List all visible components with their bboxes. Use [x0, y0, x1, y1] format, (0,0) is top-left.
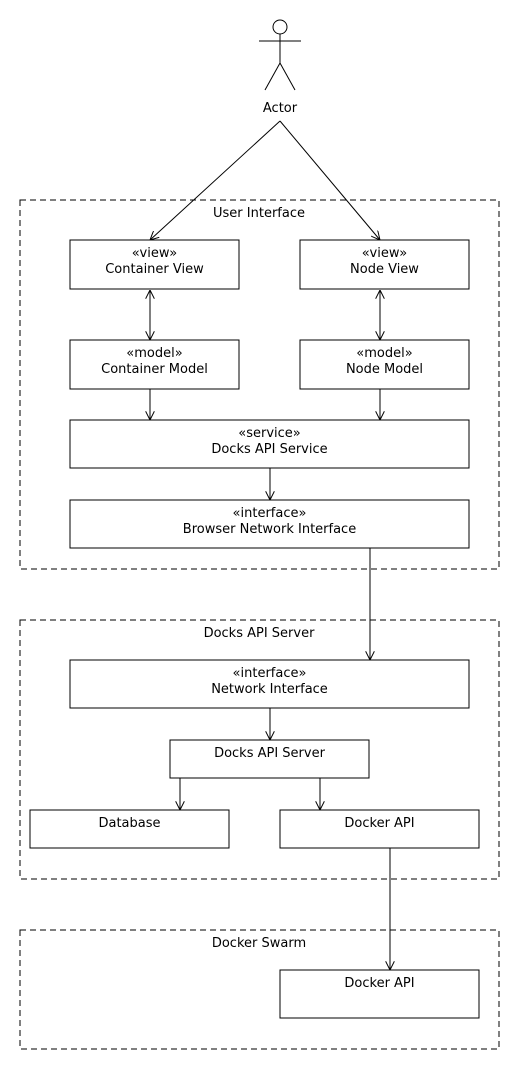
docker-api-frame: [279, 809, 480, 849]
container-view-box: «view» Container View: [69, 239, 240, 290]
container-model-label: Container Model: [101, 362, 208, 377]
node-view-frame: [299, 239, 470, 290]
swarm-docker-api-box: Docker API: [279, 969, 480, 1019]
actor: Actor: [259, 19, 301, 116]
container-model-stereotype: «model»: [126, 346, 182, 361]
browser-network-interface-label: Browser Network Interface: [183, 522, 356, 537]
swarm-docker-api-label: Docker API: [344, 976, 414, 991]
container-model-frame: [69, 339, 240, 390]
docker-api-label: Docker API: [344, 816, 414, 831]
docks-api-service-label: Docks API Service: [211, 442, 327, 457]
docker-api-box: Docker API: [279, 809, 480, 849]
package-user-interface: User Interface: [19, 199, 500, 570]
node-model-label: Node Model: [346, 362, 423, 377]
actor-left-leg: [264, 62, 281, 91]
network-interface-stereotype: «interface»: [233, 666, 307, 681]
docks-api-server-frame: [169, 739, 370, 779]
node-model-box: «model» Node Model: [299, 339, 470, 390]
docks-api-server-box: Docks API Server: [169, 739, 370, 779]
edge-actor-to-container-view: [150, 120, 281, 240]
package-user-interface-frame: [19, 199, 500, 570]
container-view-frame: [69, 239, 240, 290]
node-view-box: «view» Node View: [299, 239, 470, 290]
actor-head: [272, 19, 288, 35]
package-docks-api-server-title: Docks API Server: [204, 626, 316, 641]
package-user-interface-title: User Interface: [213, 206, 305, 221]
node-view-stereotype: «view»: [362, 246, 407, 261]
docks-api-service-stereotype: «service»: [238, 426, 300, 441]
node-model-frame: [299, 339, 470, 390]
browser-network-interface-stereotype: «interface»: [233, 506, 307, 521]
actor-right-leg: [279, 62, 296, 91]
docks-api-service-box: «service» Docks API Service: [69, 419, 470, 469]
database-box: Database: [29, 809, 230, 849]
package-docker-swarm: Docker Swarm: [19, 929, 500, 1050]
container-model-box: «model» Container Model: [69, 339, 240, 390]
database-label: Database: [98, 816, 160, 831]
package-docker-swarm-title: Docker Swarm: [212, 936, 306, 951]
node-view-label: Node View: [350, 262, 419, 277]
browser-network-interface-frame: [69, 499, 470, 549]
container-view-stereotype: «view»: [132, 246, 177, 261]
docks-api-server-label: Docks API Server: [214, 746, 326, 761]
node-model-stereotype: «model»: [356, 346, 412, 361]
edge-actor-to-node-view: [279, 120, 380, 240]
database-frame: [29, 809, 230, 849]
container-view-label: Container View: [105, 262, 204, 277]
browser-network-interface-box: «interface» Browser Network Interface: [69, 499, 470, 549]
package-docks-api-server: Docks API Server: [19, 619, 500, 880]
actor-label: Actor: [263, 101, 298, 116]
network-interface-label: Network Interface: [211, 682, 328, 697]
network-interface-box: «interface» Network Interface: [69, 659, 470, 709]
swarm-docker-api-frame: [279, 969, 480, 1019]
docks-api-service-frame: [69, 419, 470, 469]
